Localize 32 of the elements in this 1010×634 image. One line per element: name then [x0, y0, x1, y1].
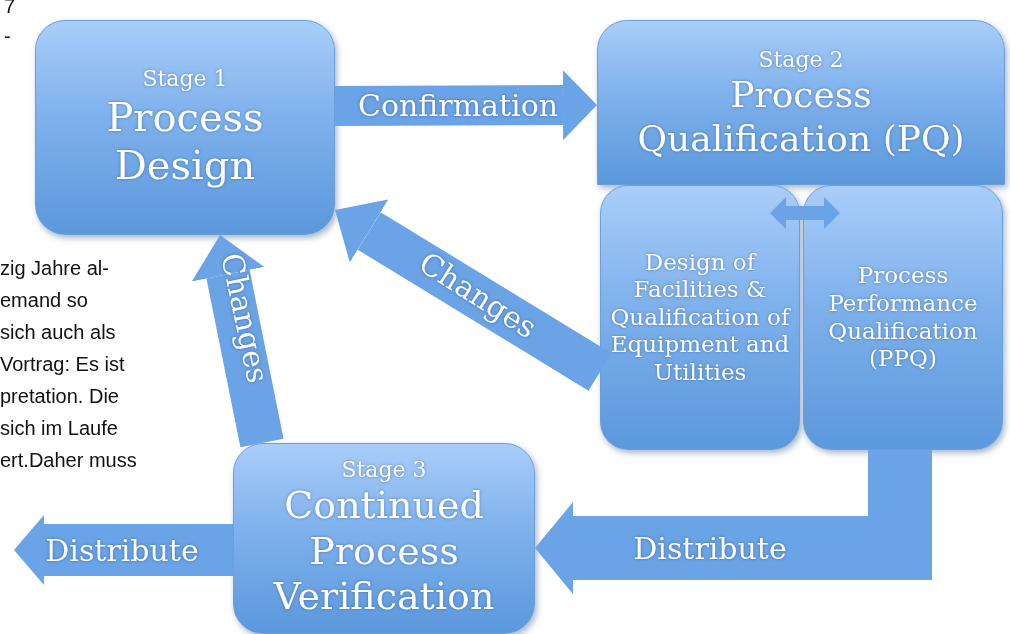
block-arrow — [770, 197, 840, 230]
process-box — [803, 185, 1003, 450]
stage-label: Stage 1 — [142, 66, 228, 93]
text-fragment: emand so — [0, 288, 88, 312]
text-fragment: - — [4, 24, 11, 48]
box-text: Process Performance Qualification (PPQ) — [827, 262, 979, 373]
text-fragment: pretation. Die — [0, 384, 119, 408]
edge-label: Confirmation — [357, 87, 559, 123]
stage-label: Stage 2 — [758, 47, 844, 74]
text-fragment: zig Jahre al- — [0, 256, 109, 280]
text-fragment: sich im Laufe — [0, 416, 118, 440]
process-box — [233, 443, 535, 634]
process-box — [35, 20, 335, 235]
box-text: Design of Facilities & Qualification of Equipment and Utilities — [609, 248, 792, 387]
stage-title: Process Design — [105, 92, 265, 189]
text-fragment: ert.Daher muss — [0, 448, 137, 472]
block-arrow — [191, 235, 284, 448]
block-arrow — [14, 515, 233, 585]
block-arrow — [334, 70, 597, 141]
edge-label: Changes — [214, 249, 276, 387]
block-arrow — [535, 450, 932, 595]
edge-label: Distribute — [45, 532, 199, 568]
stage-title: Continued Process Verification — [272, 483, 496, 621]
edge-label: Distribute — [633, 530, 787, 566]
process-box — [600, 185, 800, 450]
stage-title: Process Qualification (PQ) — [636, 73, 966, 160]
text-fragment: 7 — [4, 0, 16, 18]
block-arrow — [335, 199, 612, 391]
text-fragment: sich auch als — [0, 320, 116, 344]
process-box — [597, 20, 1005, 185]
text-fragment: Vortrag: Es ist — [0, 352, 125, 376]
stage-label: Stage 3 — [341, 456, 427, 484]
